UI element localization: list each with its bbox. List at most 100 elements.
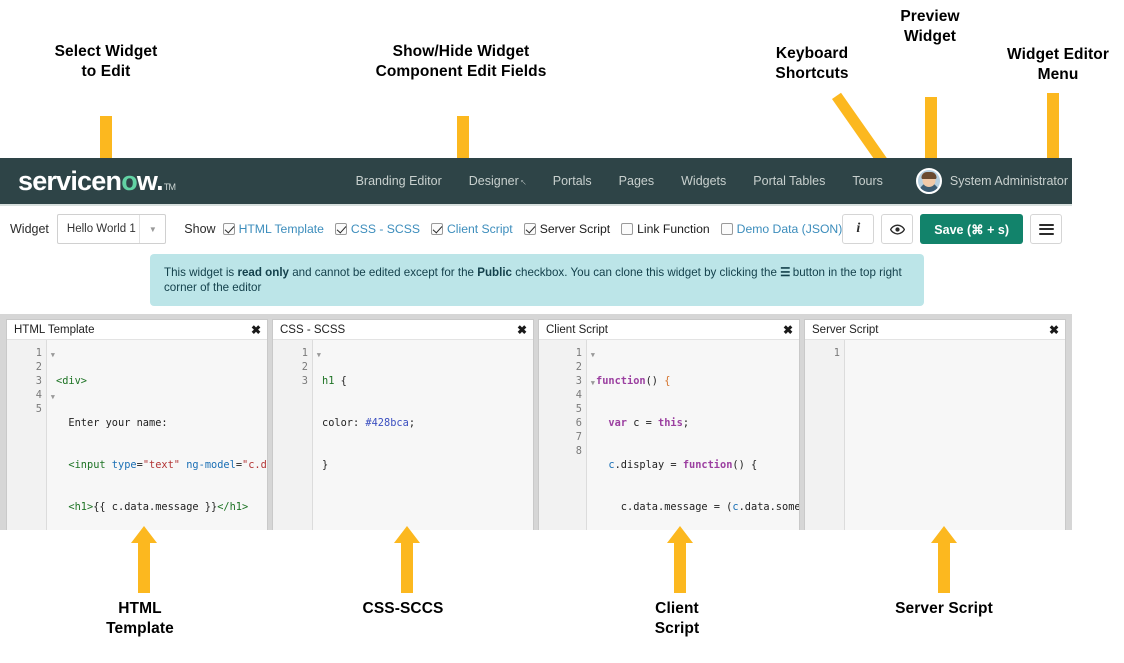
close-icon[interactable]: ✖	[516, 322, 527, 337]
keyboard-shortcuts-button[interactable]: i	[842, 214, 875, 244]
line-number-text: 1	[575, 347, 582, 360]
fold-icon[interactable]: ▼	[50, 393, 55, 402]
checkbox-label: Link Function	[637, 222, 710, 236]
panel-css-scss: CSS - SCSS ✖ 1▼ 2 3 h1 { color: #428bca;…	[272, 319, 534, 530]
line-number: 1▼	[539, 346, 595, 360]
line-number: 8	[539, 444, 586, 458]
code-content[interactable]: h1 { color: #428bca; }	[313, 340, 533, 530]
line-number-text: 1	[35, 347, 42, 360]
nav-link-label: Branding Editor	[355, 174, 442, 188]
widget-select[interactable]: Hello World 1 ▼	[56, 214, 167, 244]
nav-link-tours[interactable]: Tours	[852, 174, 883, 188]
code-content[interactable]: <div> Enter your name: <input type="text…	[47, 340, 267, 530]
line-number: 3	[7, 374, 46, 388]
hamburger-icon	[1038, 223, 1054, 235]
fold-icon[interactable]: ▼	[50, 351, 55, 360]
code-line: h1 {	[322, 375, 347, 388]
banner-bold-public: Public	[477, 266, 513, 279]
eye-icon	[889, 222, 905, 237]
line-number-gutter: 1	[805, 340, 845, 530]
code-editor[interactable]: 1▼ 2 3 4▼ 5 <div> Enter your name: <inpu…	[7, 340, 267, 530]
editor-panels: HTML Template ✖ 1▼ 2 3 4▼ 5 <div> Enter …	[0, 314, 1072, 530]
checkbox-css-scss[interactable]: CSS - SCSS	[334, 222, 420, 236]
checkbox-link-function[interactable]: Link Function	[621, 222, 710, 236]
callout-html-template: HTML Template	[106, 600, 174, 637]
checkbox-box[interactable]	[621, 223, 634, 235]
banner-part4: button in the top right corner of the ed…	[164, 266, 902, 295]
line-number-gutter: 1▼ 2 3	[273, 340, 321, 530]
code-editor[interactable]: 1▼ 2 3▼ 4 5 6 7 8 function() { var c = t…	[539, 340, 799, 530]
code-editor[interactable]: 1▼ 2 3 h1 { color: #428bca; }	[273, 340, 533, 530]
code-line: c.display = function() {	[608, 459, 758, 472]
line-number-text: 2	[575, 361, 582, 374]
line-number: 2	[273, 360, 312, 374]
nav-link-branding-editor[interactable]: Branding Editor	[356, 174, 442, 188]
nav-link-label: Portals	[552, 174, 592, 188]
callout-keyboard-shortcuts: Keyboard Shortcuts	[775, 45, 849, 82]
line-number-text: 4	[575, 389, 582, 402]
nav-link-pages[interactable]: Pages	[619, 174, 654, 188]
fold-icon[interactable]: ▼	[590, 379, 595, 388]
user-menu[interactable]: System Administrator	[915, 168, 1068, 194]
checkbox-box[interactable]	[431, 223, 443, 235]
save-button-label: Save (⌘ + s)	[934, 222, 1009, 237]
code-content[interactable]	[845, 340, 1065, 530]
checkbox-box[interactable]	[523, 223, 536, 235]
panel-title: Server Script	[812, 323, 879, 336]
fold-icon[interactable]: ▼	[316, 351, 321, 360]
checkbox-demo-data-json[interactable]: Demo Data (JSON)	[720, 222, 843, 236]
banner-part1: This widget is	[164, 266, 238, 279]
user-name-label: System Administrator	[949, 174, 1068, 188]
panel-html-template: HTML Template ✖ 1▼ 2 3 4▼ 5 <div> Enter …	[6, 319, 268, 530]
callout-client-script: Client Script	[654, 600, 700, 637]
banner-hamburger-icon: ☰	[780, 266, 790, 279]
save-button[interactable]: Save (⌘ + s)	[920, 214, 1023, 244]
code-line: function() {	[596, 375, 671, 388]
checkbox-client-script[interactable]: Client Script	[431, 222, 513, 236]
info-icon: i	[856, 221, 861, 236]
chevron-down-icon[interactable]: ▼	[139, 215, 165, 243]
panel-header: Server Script ✖	[805, 320, 1065, 341]
toolbar-actions: i Save (⌘ + s)	[842, 214, 1062, 244]
checkbox-server-script[interactable]: Server Script	[523, 222, 610, 236]
line-number: 3▼	[539, 374, 595, 388]
code-line: Enter your name:	[56, 417, 168, 430]
nav-link-designer[interactable]: Designer↑	[468, 174, 529, 188]
close-icon[interactable]: ✖	[250, 322, 261, 337]
nav-link-portal-tables[interactable]: Portal Tables	[753, 174, 825, 188]
preview-widget-button[interactable]	[881, 214, 914, 244]
code-line: var c = this;	[608, 417, 690, 430]
line-number: 4▼	[7, 388, 55, 402]
nav-link-portals[interactable]: Portals	[553, 174, 592, 188]
code-line	[854, 374, 1065, 388]
close-icon[interactable]: ✖	[782, 322, 793, 337]
checkbox-label: HTML Template	[238, 222, 324, 236]
line-number: 1▼	[273, 346, 321, 360]
checkbox-box[interactable]	[334, 223, 347, 235]
line-number: 6	[539, 416, 586, 430]
checkbox-html-template[interactable]: HTML Template	[222, 222, 324, 236]
code-content[interactable]: function() { var c = this; c.display = f…	[587, 340, 799, 530]
line-number-text: 1	[301, 347, 308, 360]
code-editor[interactable]: 1	[805, 340, 1065, 530]
checkbox-box[interactable]	[720, 223, 733, 235]
nav-link-widgets[interactable]: Widgets	[681, 174, 726, 188]
nav-link-label: Widgets	[681, 174, 727, 188]
nav-link-label: Pages	[618, 174, 655, 188]
line-number-text: 3	[35, 375, 42, 388]
checkbox-box[interactable]	[222, 223, 235, 235]
checkbox-label: Demo Data (JSON)	[736, 222, 843, 236]
line-number: 1	[805, 346, 844, 360]
avatar	[915, 168, 942, 194]
line-number-text: 2	[301, 361, 308, 374]
nav-link-label: Designer	[468, 174, 519, 188]
banner-part3: checkbox. You can clone this widget by c…	[512, 266, 781, 279]
fold-icon[interactable]: ▼	[590, 351, 595, 360]
close-icon[interactable]: ✖	[1048, 322, 1059, 337]
widget-editor-menu-button[interactable]	[1030, 214, 1062, 244]
panel-header: CSS - SCSS ✖	[273, 320, 533, 341]
code-line: }	[322, 459, 329, 472]
